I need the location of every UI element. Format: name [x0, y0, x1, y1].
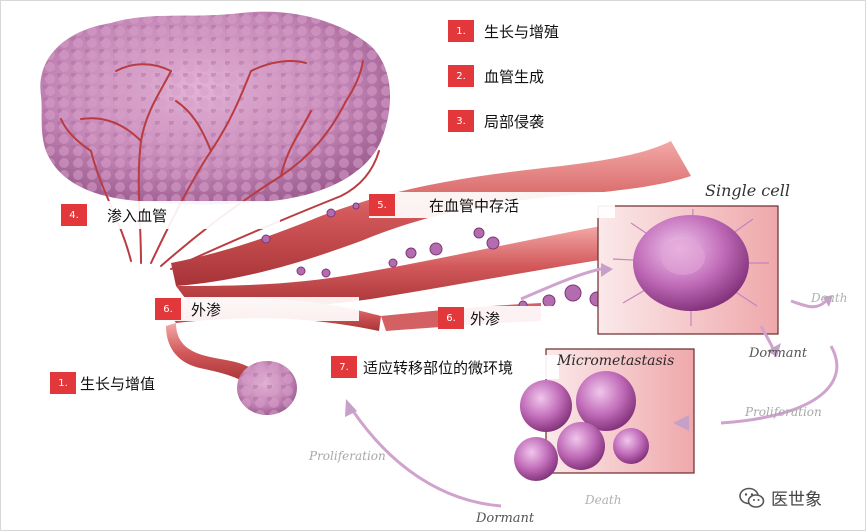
cycle-arrows: [351, 267, 839, 508]
step-6-extravasation-2: 6. 外渗: [438, 306, 564, 330]
arrowheads: [345, 263, 833, 431]
step-label: 渗入血管: [107, 206, 168, 225]
death-label-bottom: Death: [585, 493, 622, 507]
step-number: 1.: [50, 372, 76, 394]
step-label: 血管生成: [484, 67, 545, 86]
proliferation-label-right: Proliferation: [745, 405, 822, 419]
dormant-label-bottom: Dormant: [476, 511, 535, 526]
micrometastasis-label: Micrometastasis: [557, 353, 675, 369]
step-number: 6.: [438, 307, 464, 329]
step-6-extravasation: 6. 外渗: [155, 297, 359, 321]
secondary-tumor: [237, 361, 297, 415]
step-5-survival: 5. 在血管中存活: [369, 192, 615, 218]
circulating-cells: [261, 202, 605, 310]
proliferation-label-left: Proliferation: [309, 449, 386, 463]
micrometastasis-panel: [514, 348, 695, 481]
step-number: 2.: [448, 65, 474, 87]
step-label: 适应转移部位的微环境: [363, 358, 514, 377]
single-cell-label: Single cell: [705, 181, 790, 200]
step-1-growth: 1. 生长与增殖: [448, 20, 559, 42]
step-4-intravasation: 4. 渗入血管: [61, 201, 280, 229]
step-number: 4.: [61, 204, 87, 226]
step-number: 5.: [369, 194, 395, 216]
step-label: 外渗: [470, 309, 501, 328]
step-2-angiogenesis: 2. 血管生成: [448, 65, 544, 87]
step-label: 外渗: [191, 300, 222, 319]
step-label: 生长与增值: [80, 374, 156, 393]
step-3-invasion: 3. 局部侵袭: [448, 110, 544, 132]
step-number: 1.: [448, 20, 474, 42]
watermark: 医世象: [739, 485, 822, 510]
step-1-growth-secondary: 1. 生长与增值: [50, 372, 155, 394]
step-label: 生长与增殖: [484, 22, 560, 41]
step-number: 6.: [155, 298, 181, 320]
step-label: 局部侵袭: [484, 112, 545, 131]
step-number: 7.: [331, 356, 357, 378]
dormant-label-right: Dormant: [749, 346, 808, 361]
watermark-text: 医世象: [771, 490, 822, 510]
primary-tumor: [40, 11, 391, 205]
death-label-right: Death: [811, 291, 848, 305]
step-label: 在血管中存活: [429, 196, 520, 215]
step-7-microenvironment: 7. 适应转移部位的微环境: [331, 355, 559, 379]
wechat-icon: [739, 487, 765, 508]
single-cell-panel: [597, 205, 779, 335]
step-number: 3.: [448, 110, 474, 132]
